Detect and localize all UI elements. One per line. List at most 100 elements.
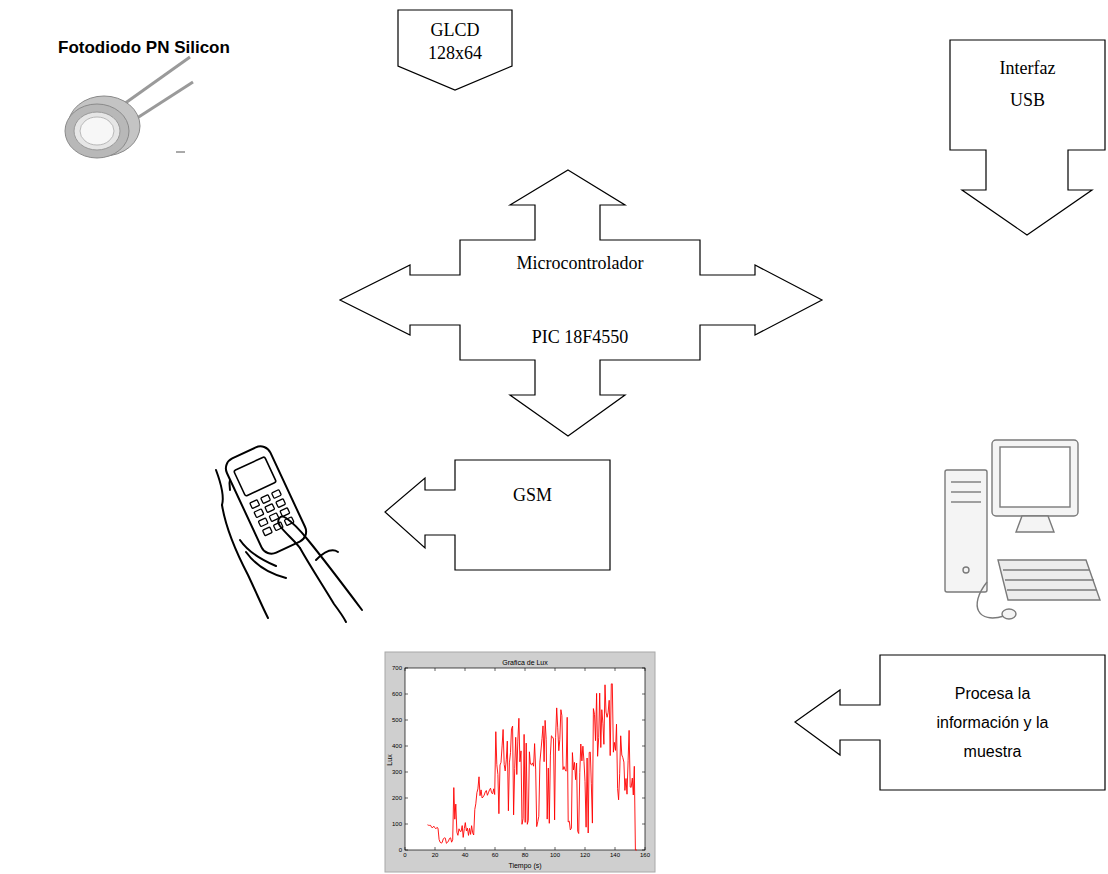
diode-lead [134,82,193,120]
figure-background [385,652,655,872]
diode-face [65,104,129,158]
tick-mark [495,847,496,850]
axis-ticks [405,668,645,850]
text-area: GLCD 128x64 [398,16,512,68]
tick-label: 80 [522,852,529,859]
outline-polygon [385,460,610,570]
pc-keyboard [998,560,1100,600]
tick-mark [645,668,646,671]
pc-tower [945,470,987,592]
tick-label: 40 [462,852,469,859]
tick-mark [645,847,646,850]
hand-outline [216,470,223,505]
pc-mouse [1002,609,1016,619]
tick-label: 200 [392,795,402,802]
outline-polygon [950,40,1105,235]
power-button [963,567,969,573]
diode-lead [124,57,190,104]
chart-title: Grafica de Lux [502,659,548,667]
shape-outline [340,170,822,436]
tick-mark [435,847,436,850]
component-label: Fotodiodo PN Silicon [58,38,230,58]
tick-mark [642,772,645,773]
tick-mark [585,668,586,671]
tick-mark [405,824,408,825]
tick-label: 60 [492,852,499,859]
key-row [1007,589,1097,590]
tick-label: 140 [610,852,620,859]
finger-outline [246,552,286,578]
tick-mark [615,847,616,850]
drive-slot [951,481,981,482]
pc-cable [977,582,1004,618]
small-mark [176,152,185,153]
tick-label: 120 [580,852,590,859]
monitor-screen [1000,447,1070,507]
tick-mark [642,720,645,721]
chart-figure [385,652,655,872]
drive-slot [951,501,981,502]
diode-window [80,117,114,145]
usb-arrow-box: Interfaz USB [950,40,1105,235]
shape-outline [385,460,610,570]
tick-mark [555,847,556,850]
tick-mark [405,798,408,799]
tick-label: 0 [399,847,402,854]
node-text: Microcontrolador [517,252,644,274]
key-row [1003,569,1090,570]
tick-mark [405,668,408,669]
tick-label: 400 [392,743,402,750]
tick-mark [435,668,436,671]
microcontroller-cross-arrow: MicrocontroladorPIC 18F4550 [340,170,822,436]
tick-mark [585,847,586,850]
hand-outline [300,548,346,622]
tick-label: 100 [550,852,560,859]
tick-mark [405,668,406,671]
phone-body [222,443,309,558]
node-text: Procesa la información y la muestra [918,679,1068,766]
axis-title: Lux [386,754,394,765]
monitor-stand [1016,516,1054,532]
text-area: GSM [455,480,610,510]
tick-mark [642,668,645,669]
tick-mark [405,772,408,773]
tick-mark [642,746,645,747]
tick-mark [642,798,645,799]
text-area: Interfaz USB [950,48,1105,148]
plot-area [405,668,645,850]
display-arrow-box: GLCD 128x64 [398,10,512,90]
tick-mark [405,694,408,695]
tick-mark [465,847,466,850]
phone-illustration [216,443,362,622]
finger-outline [240,540,276,566]
tick-label: 700 [392,665,402,672]
tick-mark [405,746,408,747]
photodiode-illustration [65,57,193,158]
tick-mark [495,668,496,671]
tick-label: 20 [432,852,439,859]
node-text: PIC 18F4550 [532,326,629,348]
node-text: GSM [513,483,552,507]
tick-label: 160 [640,852,650,859]
finger-outline [316,550,338,560]
text-area: Procesa la información y la muestra [880,667,1105,777]
computer-illustration [945,440,1100,619]
process-arrow-box: Procesa la información y la muestra [795,655,1105,790]
tick-label: 300 [392,769,402,776]
diode-ring [74,112,120,150]
outline-polygon [795,655,1105,790]
tick-mark [465,668,466,671]
lux-series [428,684,637,850]
tick-label: 500 [392,717,402,724]
axis-title: Tiempo (s) [508,862,541,870]
key-row [1005,579,1094,580]
phone-keypad [250,490,294,536]
thumb-outline [278,517,362,610]
node-text: GLCD 128x64 [413,19,497,65]
tick-mark [642,824,645,825]
tick-mark [525,668,526,671]
tick-mark [525,847,526,850]
outline-polygon [398,10,512,90]
gsm-arrow-box: GSM [385,460,610,570]
